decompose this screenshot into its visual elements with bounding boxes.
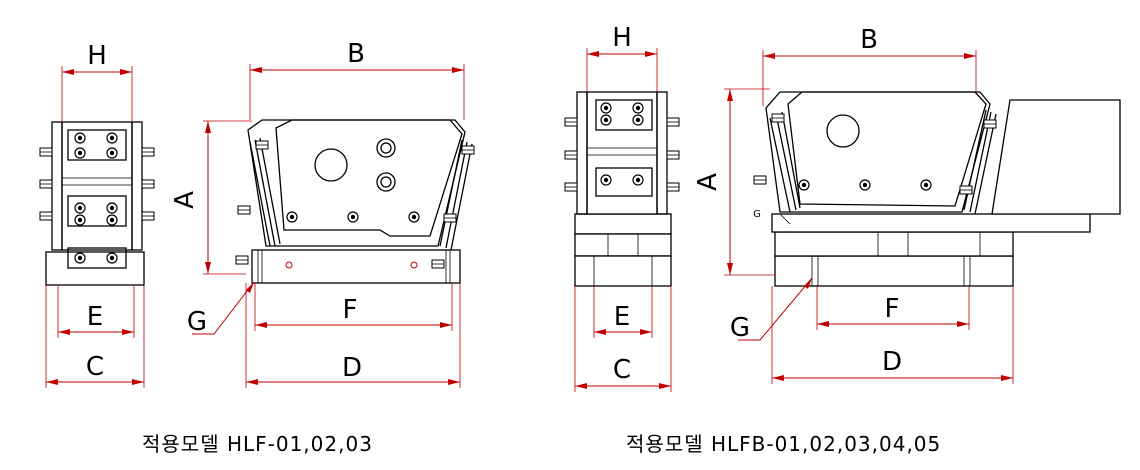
left-label-D: D <box>342 353 362 383</box>
right-side-view <box>564 91 680 287</box>
left-label-F: F <box>343 295 358 325</box>
dimension-labels: H B A E C F D G H B A E C F D G G <box>86 23 902 385</box>
left-label-C: C <box>86 352 104 382</box>
right-label-E: E <box>614 302 630 332</box>
left-front-view <box>235 119 475 284</box>
right-label-D: D <box>882 347 902 377</box>
right-dimensions <box>574 48 1014 392</box>
left-label-H: H <box>87 41 107 71</box>
right-caption: 적용모델 HLFB-01,02,03,04,05 <box>626 432 942 456</box>
left-label-A: A <box>170 191 200 209</box>
right-label-C: C <box>613 355 631 385</box>
left-dimensions <box>45 64 465 388</box>
right-front-view <box>753 91 1121 287</box>
left-label-B: B <box>347 39 365 69</box>
right-label-G: G <box>730 313 750 343</box>
left-caption: 적용모델 HLF-01,02,03 <box>142 432 373 456</box>
left-label-G: G <box>187 307 207 337</box>
right-label-A: A <box>693 173 723 191</box>
right-label-H: H <box>612 23 632 53</box>
left-side-view <box>39 121 155 286</box>
right-label-B: B <box>860 25 878 55</box>
right-label-G-small: G <box>753 209 761 220</box>
right-label-F: F <box>885 294 900 324</box>
left-label-E: E <box>87 302 103 332</box>
